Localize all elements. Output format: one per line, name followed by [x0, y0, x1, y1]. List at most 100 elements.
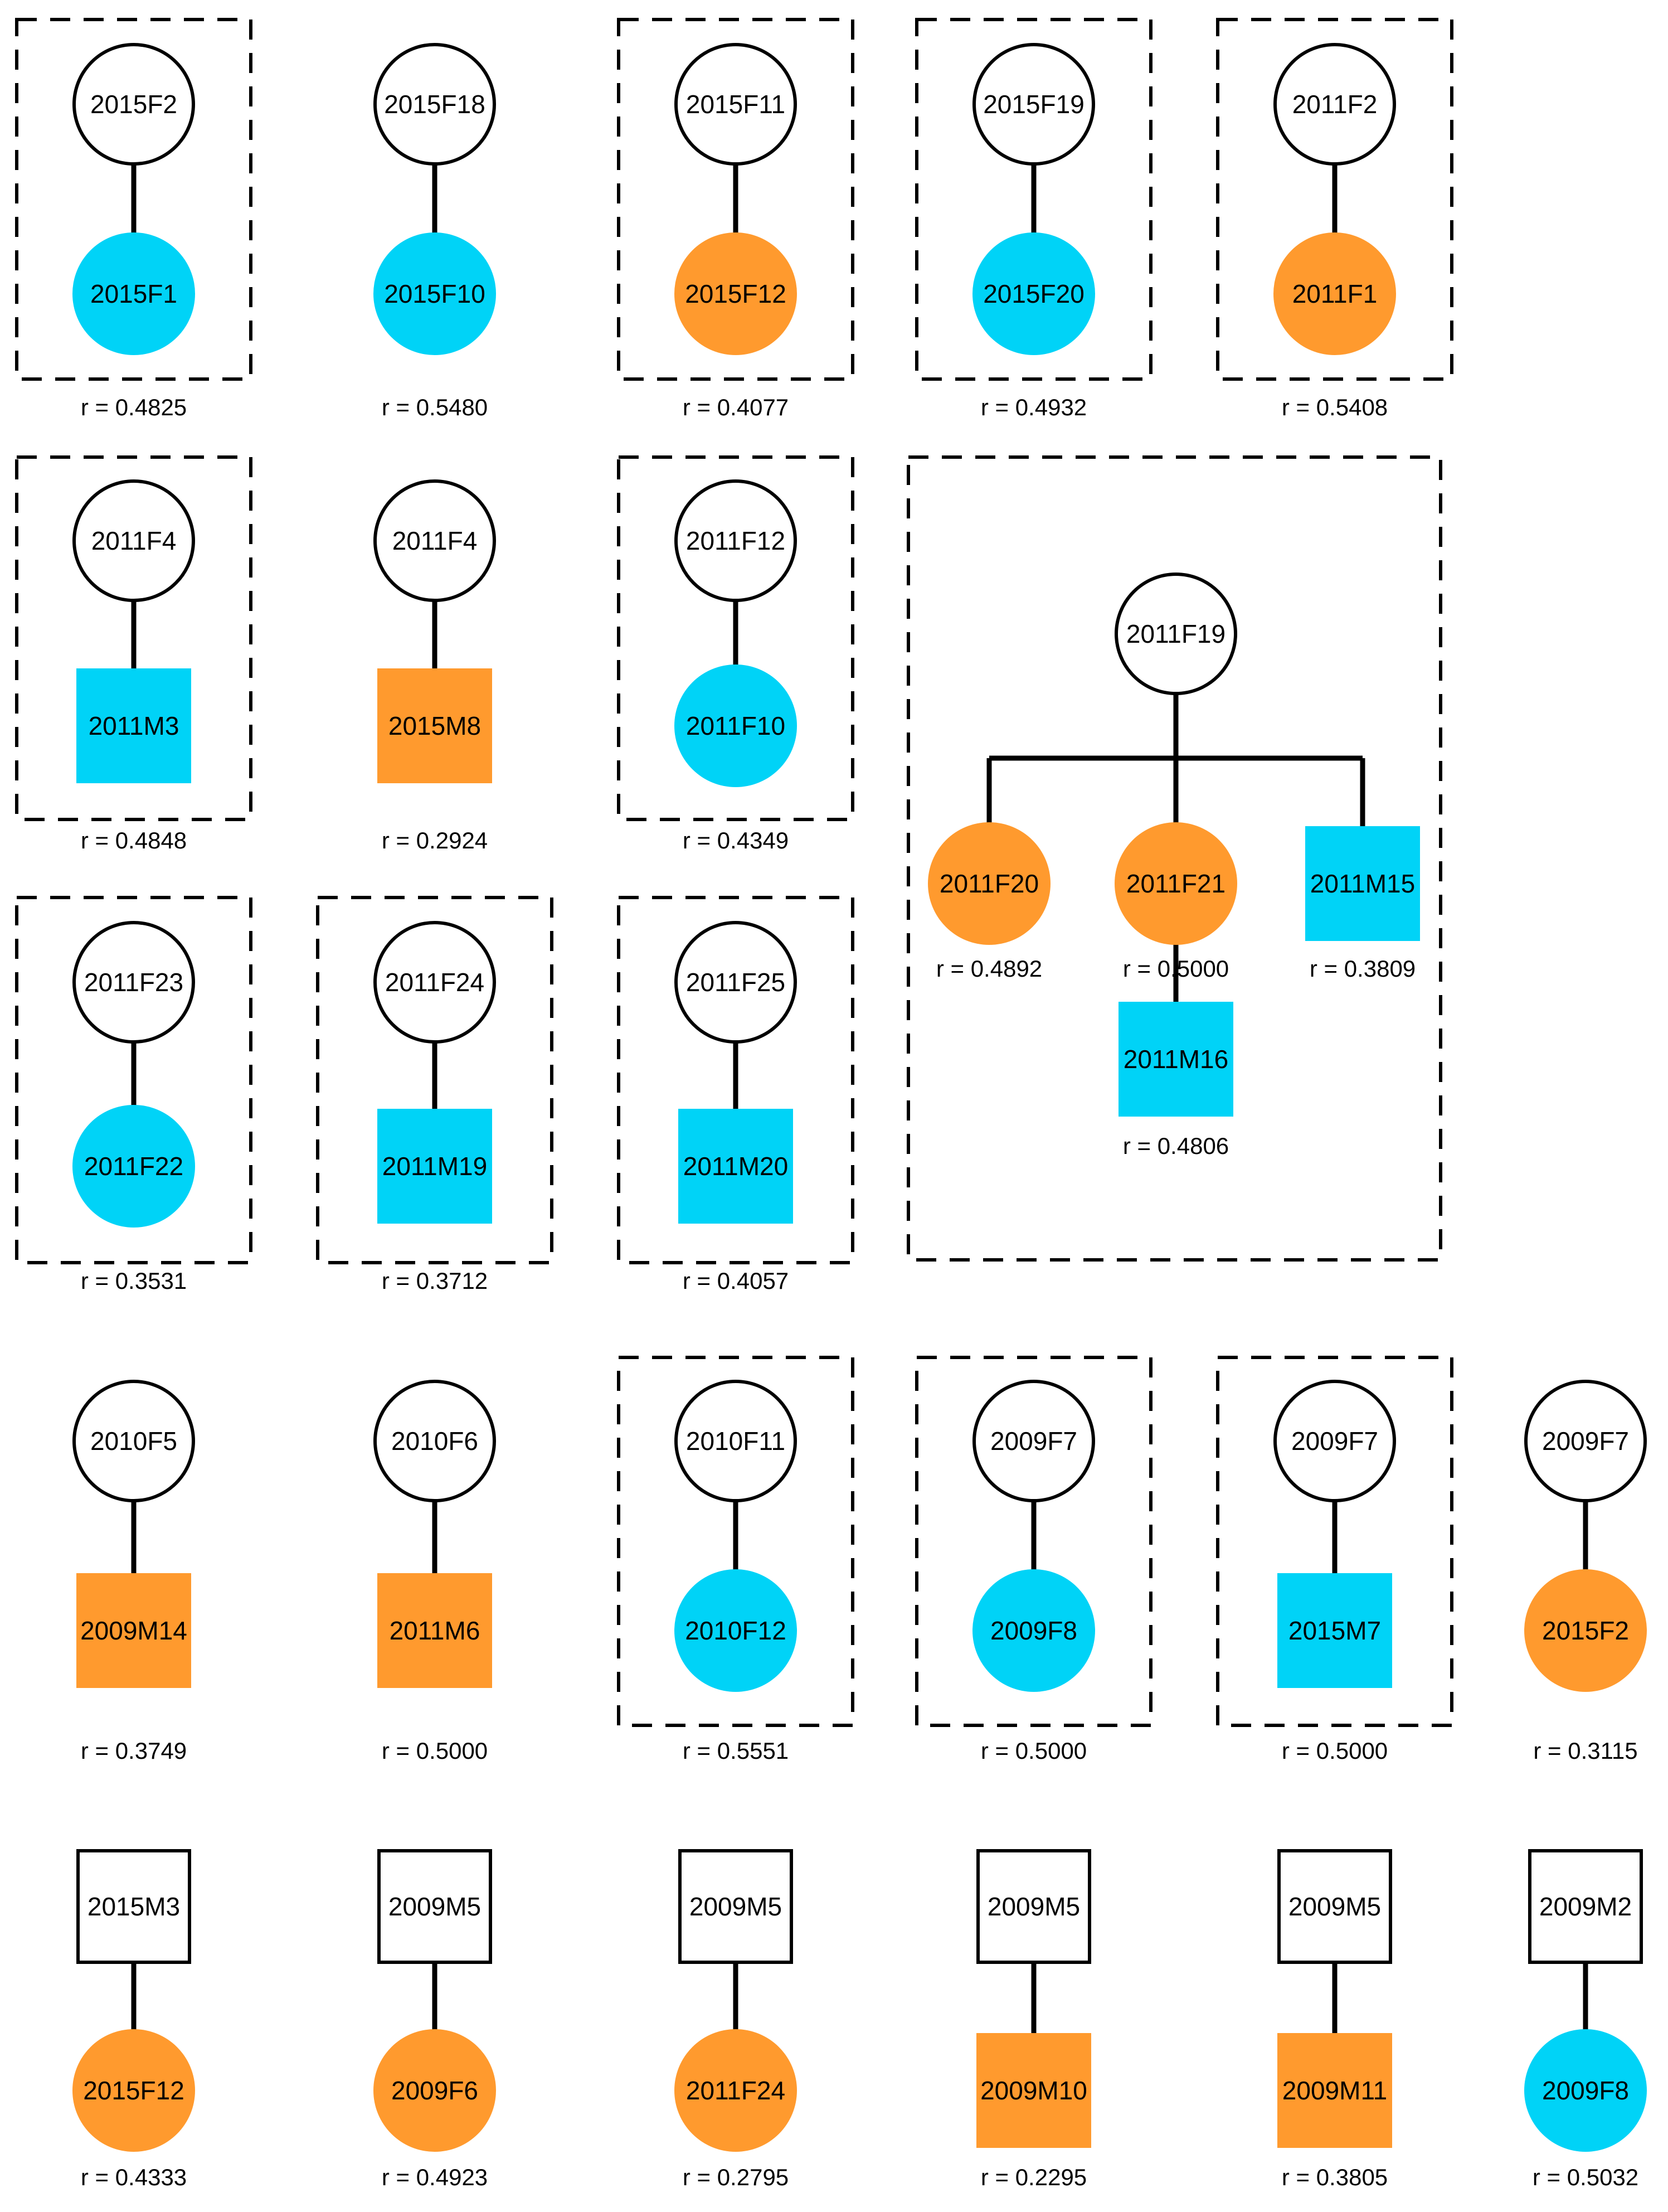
pedigree-22-parent-label: 2009M5	[1288, 1892, 1381, 1921]
pedigree-3-child-shape	[674, 232, 797, 355]
pedigree-10-parent: 2011F24	[373, 921, 496, 1044]
pedigree-13-child-label: 2011M6	[390, 1616, 480, 1645]
pedigree-19-parent-shape	[377, 1849, 492, 1964]
pedigree-1-parent: 2015F2	[72, 43, 195, 166]
pedigree-6-parent: 2011F4	[72, 479, 195, 602]
pedigree-24-grandchild-r-value: r = 0.4806	[1123, 1133, 1229, 1159]
pedigree-15-parent-label: 2009F7	[990, 1427, 1077, 1456]
pedigree-20-parent-shape	[678, 1849, 793, 1964]
pedigree-3-child-label: 2015F12	[685, 279, 786, 308]
pedigree-23-parent-shape	[1528, 1849, 1643, 1964]
pedigree-7-parent-label: 2011F4	[392, 526, 478, 555]
pedigree-14-child-label: 2010F12	[685, 1616, 786, 1645]
pedigree-4-dashed-box	[915, 18, 1152, 381]
pedigree-9-child-shape	[72, 1105, 195, 1228]
pedigree-17-parent-shape	[1524, 1380, 1647, 1502]
pedigree-21-parent-label: 2009M5	[988, 1892, 1080, 1921]
pedigree-12-parent-label: 2010F5	[90, 1427, 177, 1456]
pedigree-1-dashed-box	[15, 18, 252, 381]
pedigree-8-parent-shape	[674, 479, 797, 602]
pedigree-23-r-value: r = 0.5032	[1533, 2164, 1638, 2190]
pedigree-18-r-value: r = 0.4333	[81, 2164, 187, 2190]
pedigree-24-child-3: 2011M15	[1305, 826, 1420, 941]
pedigree-1-child-label: 2015F1	[90, 279, 177, 308]
pedigree-24-child-3-label: 2011M15	[1310, 869, 1415, 898]
pedigree-3-parent-shape	[674, 43, 797, 166]
pedigree-10-parent-label: 2011F24	[385, 968, 484, 997]
pedigree-22-parent-shape	[1277, 1849, 1392, 1964]
pedigree-19-child-shape	[373, 2029, 496, 2152]
pedigree-15-child: 2009F8	[972, 1569, 1095, 1692]
pedigree-4-child-label: 2015F20	[983, 279, 1085, 308]
pedigree-10-child-label: 2011M19	[382, 1152, 487, 1181]
pedigree-13-parent: 2010F6	[373, 1380, 496, 1502]
pedigree-22-r-value: r = 0.3805	[1282, 2164, 1388, 2190]
pedigree-2-parent-label: 2015F18	[384, 90, 485, 119]
pedigree-24-child-2: 2011F21	[1115, 822, 1237, 945]
pedigree-14-dashed-box	[617, 1356, 854, 1727]
pedigree-21-child-label: 2009M10	[980, 2076, 1087, 2105]
pedigree-17-child: 2015F2	[1524, 1569, 1647, 1692]
pedigree-11-parent: 2011F25	[674, 921, 797, 1044]
pedigree-24-grandchild: 2011M16	[1119, 1002, 1233, 1117]
pedigree-10-child: 2011M19	[377, 1109, 492, 1224]
pedigree-6-r-value: r = 0.4848	[81, 827, 187, 853]
pedigree-24-child-1-shape	[928, 822, 1051, 945]
pedigree-24-child-2-r-value: r = 0.5000	[1123, 955, 1229, 982]
pedigree-24-child-3-r-value: r = 0.3809	[1310, 955, 1416, 982]
pedigree-20-child-label: 2011F24	[686, 2076, 785, 2105]
pedigree-23-parent-label: 2009M2	[1539, 1892, 1632, 1921]
pedigree-2-child-label: 2015F10	[384, 279, 485, 308]
pedigree-2-r-value: r = 0.5480	[382, 394, 488, 420]
pedigree-24-child-1: 2011F20	[928, 822, 1051, 945]
pedigree-12-r-value: r = 0.3749	[81, 1738, 187, 1764]
pedigree-17-child-label: 2015F2	[1542, 1616, 1629, 1645]
pedigree-5-parent: 2011F2	[1273, 43, 1396, 166]
pedigree-22-child: 2009M11	[1277, 2033, 1392, 2148]
pedigree-15-parent-shape	[972, 1380, 1095, 1502]
pedigree-14-parent-label: 2010F11	[686, 1427, 785, 1456]
pedigree-15-parent: 2009F7	[972, 1380, 1095, 1502]
pedigree-20-parent: 2009M5	[678, 1849, 793, 1964]
pedigree-8-r-value: r = 0.4349	[683, 827, 789, 853]
pedigree-20-child-shape	[674, 2029, 797, 2152]
pedigree-4-parent-shape	[972, 43, 1095, 166]
pedigree-23-child-shape	[1524, 2029, 1647, 2152]
pedigree-12-child-label: 2009M14	[80, 1616, 187, 1645]
pedigree-11-r-value: r = 0.4057	[683, 1268, 789, 1294]
pedigree-11-child-label: 2011M20	[683, 1152, 788, 1181]
pedigree-21-parent-shape	[976, 1849, 1091, 1964]
pedigree-11-parent-shape	[674, 921, 797, 1044]
pedigree-7-r-value: r = 0.2924	[382, 827, 488, 853]
pedigree-15-child-shape	[972, 1569, 1095, 1692]
pedigree-1-child-shape	[72, 232, 195, 355]
pedigree-3-dashed-box	[617, 18, 854, 381]
pedigree-24-parent-shape	[1115, 573, 1237, 695]
pedigree-10-r-value: r = 0.3712	[382, 1268, 488, 1294]
pedigree-23-parent: 2009M2	[1528, 1849, 1643, 1964]
pedigree-12-parent: 2010F5	[72, 1380, 195, 1502]
pedigree-14-parent: 2010F11	[674, 1380, 797, 1502]
pedigree-9-r-value: r = 0.3531	[81, 1268, 187, 1294]
pedigree-21-r-value: r = 0.2295	[981, 2164, 1087, 2190]
pedigree-8-child-label: 2011F10	[686, 711, 785, 740]
pedigree-10-parent-shape	[373, 921, 496, 1044]
pedigree-7-child-label: 2015M8	[388, 711, 481, 740]
pedigree-4-child: 2015F20	[972, 232, 1095, 355]
pedigree-23-child-label: 2009F8	[1542, 2076, 1629, 2105]
pedigree-24-child-2-label: 2011F21	[1126, 869, 1226, 898]
pedigree-2-parent-shape	[373, 43, 496, 166]
pedigree-21-child: 2009M10	[976, 2033, 1091, 2148]
pedigree-10-dashed-box	[316, 896, 553, 1264]
pedigree-4-parent-label: 2015F19	[983, 90, 1085, 119]
pedigree-24-child-1-label: 2011F20	[940, 869, 1039, 898]
pedigree-8-parent-label: 2011F12	[686, 526, 785, 555]
pedigree-2-child: 2015F10	[373, 232, 496, 355]
pedigree-17-r-value: r = 0.3115	[1533, 1738, 1637, 1764]
pedigree-6-parent-shape	[72, 479, 195, 602]
pedigree-1-r-value: r = 0.4825	[81, 394, 187, 420]
pedigree-24-grandchild-label: 2011M16	[1124, 1045, 1228, 1074]
pedigree-3-parent-label: 2015F11	[686, 90, 785, 119]
pedigree-17-parent-label: 2009F7	[1542, 1427, 1629, 1456]
